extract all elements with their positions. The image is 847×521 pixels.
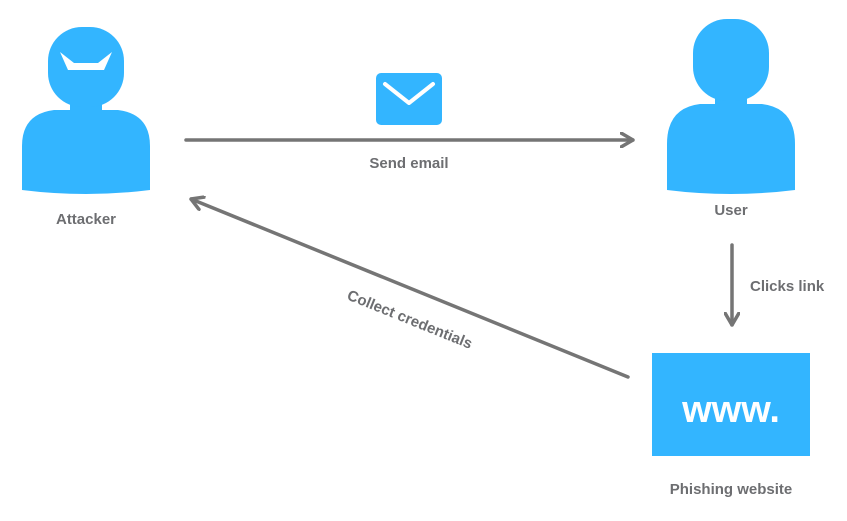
website-box-icon [652, 353, 810, 456]
attacker-node: Attacker [22, 27, 150, 228]
envelope-icon [376, 73, 442, 125]
website-node: www. Phishing website [652, 353, 810, 498]
clicks-link-label: Clicks link [750, 278, 825, 295]
user-node: User [667, 19, 795, 219]
user-person-icon [667, 19, 795, 194]
collect-credentials-arrow [189, 199, 630, 379]
collect-credentials-edge: Collect credentials [189, 199, 630, 379]
send-email-edge: Send email [184, 73, 635, 172]
collect-credentials-label: Collect credentials [345, 287, 475, 353]
user-label: User [714, 202, 748, 219]
website-www-text: www. [681, 389, 780, 431]
clicks-link-edge: Clicks link [732, 243, 825, 327]
send-email-label: Send email [369, 155, 448, 172]
attacker-label: Attacker [56, 211, 116, 228]
website-label: Phishing website [670, 481, 793, 498]
attacker-person-icon [22, 27, 150, 194]
